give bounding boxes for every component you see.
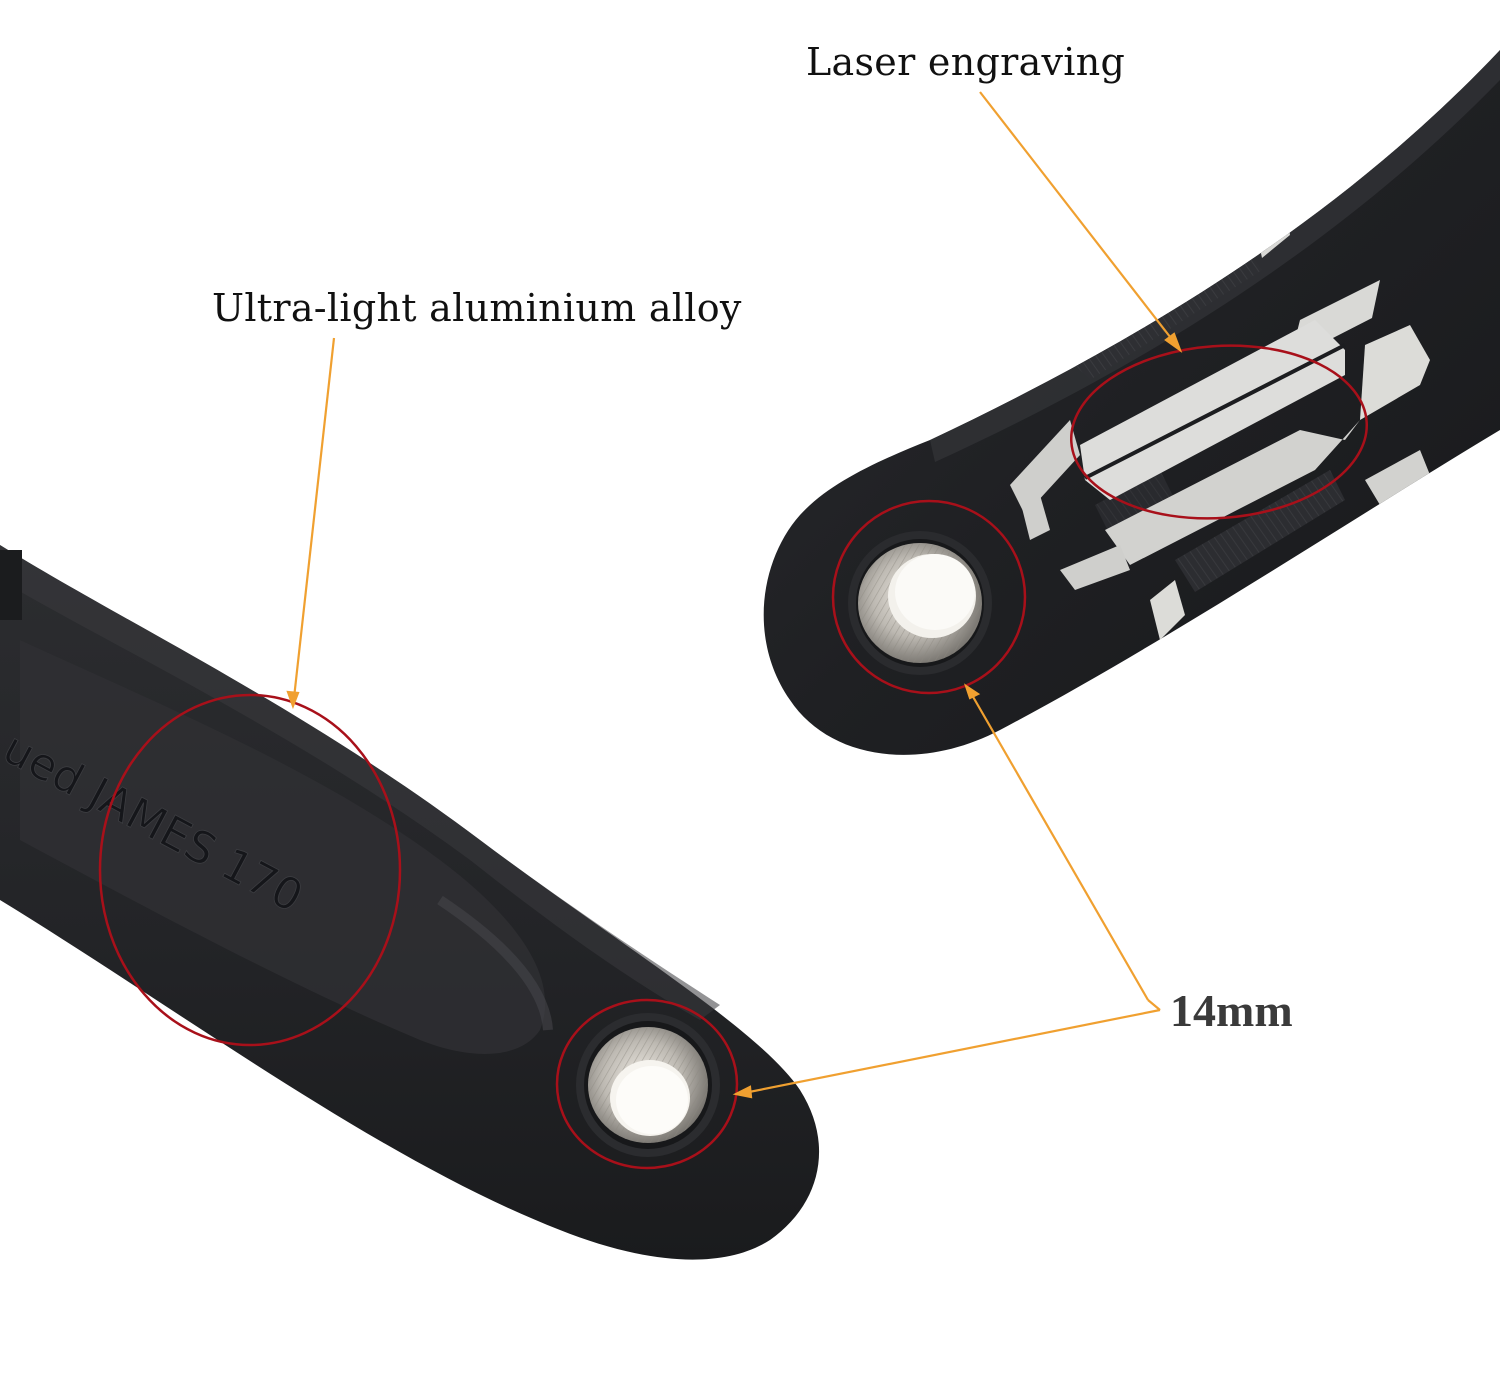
left-hole-ring	[555, 998, 739, 1170]
laser-engraving-label: Laser engraving	[806, 40, 1126, 84]
left-crank-arm: ued JAMES 170	[0, 545, 820, 1260]
leader-lines	[286, 91, 1183, 1099]
right-pedal-hole	[848, 531, 992, 675]
aluminium-alloy-label: Ultra-light aluminium alloy	[212, 286, 742, 330]
right-crank-arm	[763, 50, 1500, 755]
left-pedal-hole	[576, 1013, 720, 1157]
right-hole-ring	[831, 499, 1027, 695]
laser-engraving-ring	[1069, 344, 1369, 520]
thread-size-label: 14mm	[1170, 985, 1293, 1036]
laser-engraved-graphic	[1010, 200, 1430, 640]
alloy-ring	[98, 693, 402, 1047]
highlight-rings	[98, 344, 1369, 1170]
